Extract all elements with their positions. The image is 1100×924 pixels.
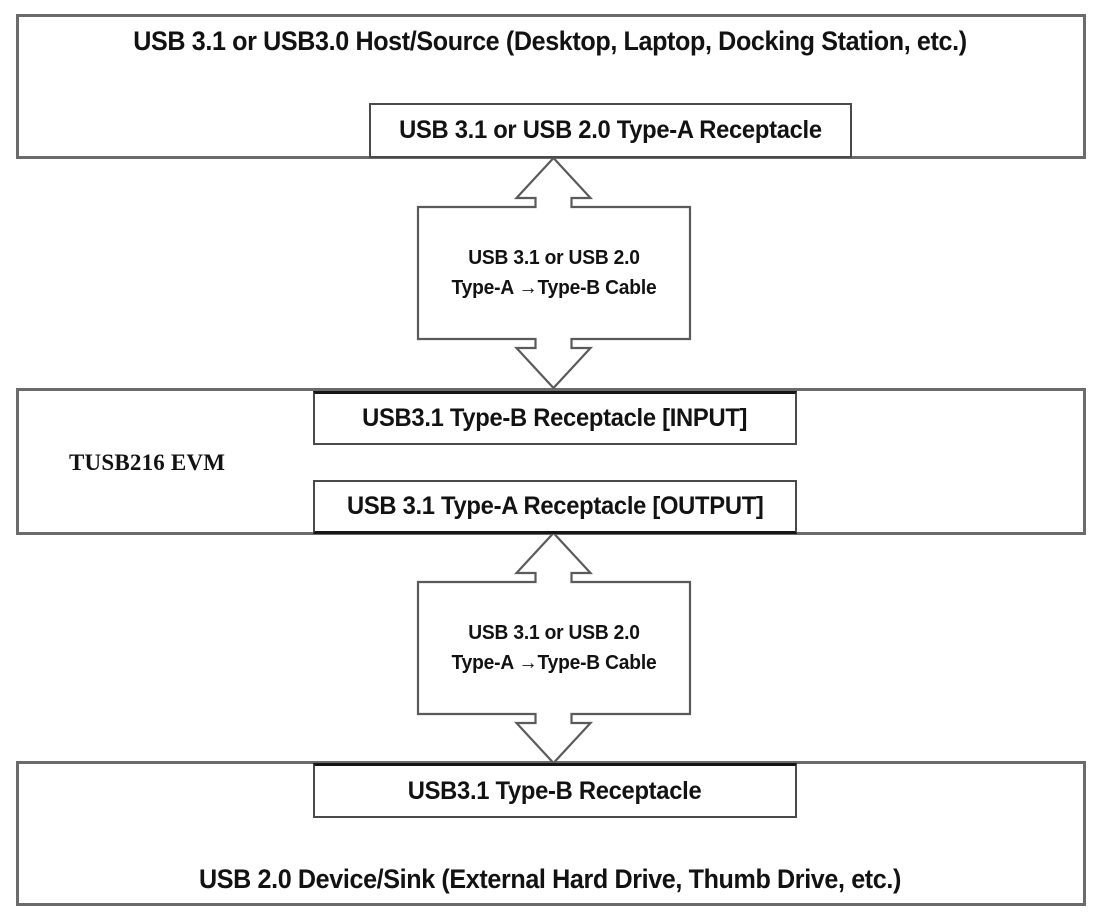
host-title: USB 3.1 or USB3.0 Host/Source (Desktop, … (133, 26, 967, 56)
evm-input-receptacle-label: USB3.1 Type-B Receptacle [INPUT] (362, 404, 748, 432)
cable-bottom-arrow-icon (416, 532, 692, 764)
host-type-a-receptacle-label: USB 3.1 or USB 2.0 Type-A Receptacle (399, 116, 822, 144)
evm-output-receptacle: USB 3.1 Type-A Receptacle [OUTPUT] (313, 480, 797, 534)
device-type-b-receptacle: USB3.1 Type-B Receptacle (313, 763, 797, 818)
evm-label: TUSB216 EVM (69, 450, 226, 475)
evm-output-receptacle-label: USB 3.1 Type-A Receptacle [OUTPUT] (346, 492, 764, 520)
cable-bottom: USB 3.1 or USB 2.0 Type-A →Type-B Cable (416, 532, 692, 764)
device-type-b-receptacle-label: USB3.1 Type-B Receptacle (408, 776, 702, 805)
cable-top: USB 3.1 or USB 2.0 Type-A →Type-B Cable (416, 157, 692, 389)
evm-input-receptacle: USB3.1 Type-B Receptacle [INPUT] (313, 391, 797, 445)
host-type-a-receptacle: USB 3.1 or USB 2.0 Type-A Receptacle (369, 103, 852, 158)
device-title: USB 2.0 Device/Sink (External Hard Drive… (199, 864, 901, 894)
cable-top-arrow-icon (416, 157, 692, 389)
